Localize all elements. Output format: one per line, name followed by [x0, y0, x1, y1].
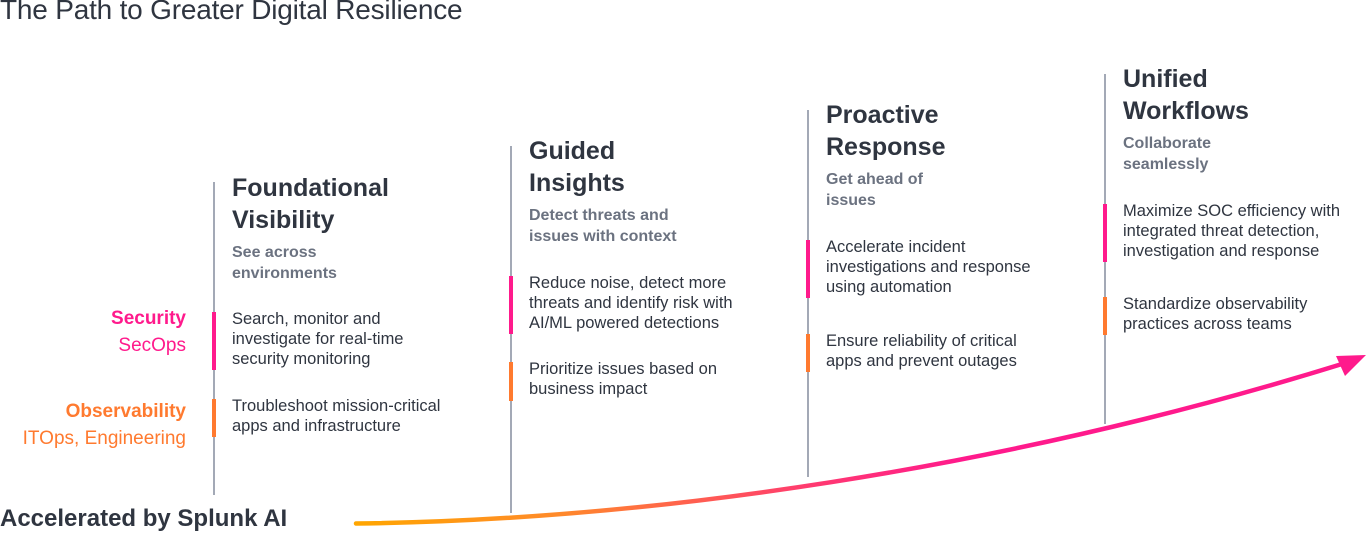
legend-observability-sublabel: ITOps, Engineering [22, 428, 186, 449]
stage-3-heading: Proactive Response [826, 101, 946, 161]
stage-2-header: Guided Insights Detect threats and issue… [529, 135, 799, 247]
stage-4-security-marker [1103, 204, 1107, 262]
stage-1-observability-item: Troubleshoot mission-critical apps and i… [232, 397, 441, 435]
stage-1-timeline-line [212, 182, 216, 495]
stage-2-timeline-line [509, 146, 513, 513]
legend-security: Security SecOps [111, 305, 186, 359]
stage-4-timeline-line [1103, 74, 1107, 424]
stage-3-security-item: Accelerate incident investigations and r… [826, 238, 1031, 296]
stage-4-subheading: Collaborate seamlessly [1123, 135, 1212, 173]
stage-1-observability-marker [212, 399, 216, 437]
stage-2-subheading: Detect threats and issues with context [529, 207, 677, 245]
stage-1-subheading: See across environments [232, 244, 337, 282]
stage-3-subheading: Get ahead of issues [826, 171, 923, 209]
stage-4-observability-marker [1103, 297, 1107, 335]
stage-1-header: Foundational Visibility See across envir… [232, 172, 502, 284]
stage-3-observability-item: Ensure reliability of critical apps and … [826, 332, 1017, 370]
stage-3-timeline-line [806, 110, 810, 477]
stage-3-header: Proactive Response Get ahead of issues [826, 99, 1096, 211]
legend-observability-label: Observability [65, 401, 186, 422]
stage-1-security-marker [212, 312, 216, 370]
stage-2-observability-marker [509, 362, 513, 401]
stage-3-security-marker [806, 240, 810, 298]
stage-3-observability-marker [806, 334, 810, 372]
footer-tagline: Accelerated by Splunk AI [0, 505, 288, 532]
legend-observability: Observability ITOps, Engineering [23, 398, 186, 452]
legend-security-sublabel: SecOps [118, 335, 186, 356]
stage-1-heading: Foundational Visibility [232, 174, 389, 234]
stage-4-security-item: Maximize SOC efficiency with integrated … [1123, 202, 1341, 260]
stage-1-security-item: Search, monitor and investigate for real… [232, 310, 404, 368]
page-title: The Path to Greater Digital Resilience [0, 0, 463, 25]
stage-4-observability-item: Standardize observability practices acro… [1123, 295, 1308, 333]
stage-4-heading: Unified Workflows [1123, 65, 1249, 125]
stage-2-observability-item: Prioritize issues based on business impa… [529, 360, 718, 398]
stage-2-security-item: Reduce noise, detect more threats and id… [529, 274, 733, 332]
legend-security-label: Security [111, 308, 186, 329]
stage-2-security-marker [509, 276, 513, 334]
stage-4-header: Unified Workflows Collaborate seamlessly [1123, 63, 1366, 175]
stage-2-heading: Guided Insights [529, 137, 625, 197]
